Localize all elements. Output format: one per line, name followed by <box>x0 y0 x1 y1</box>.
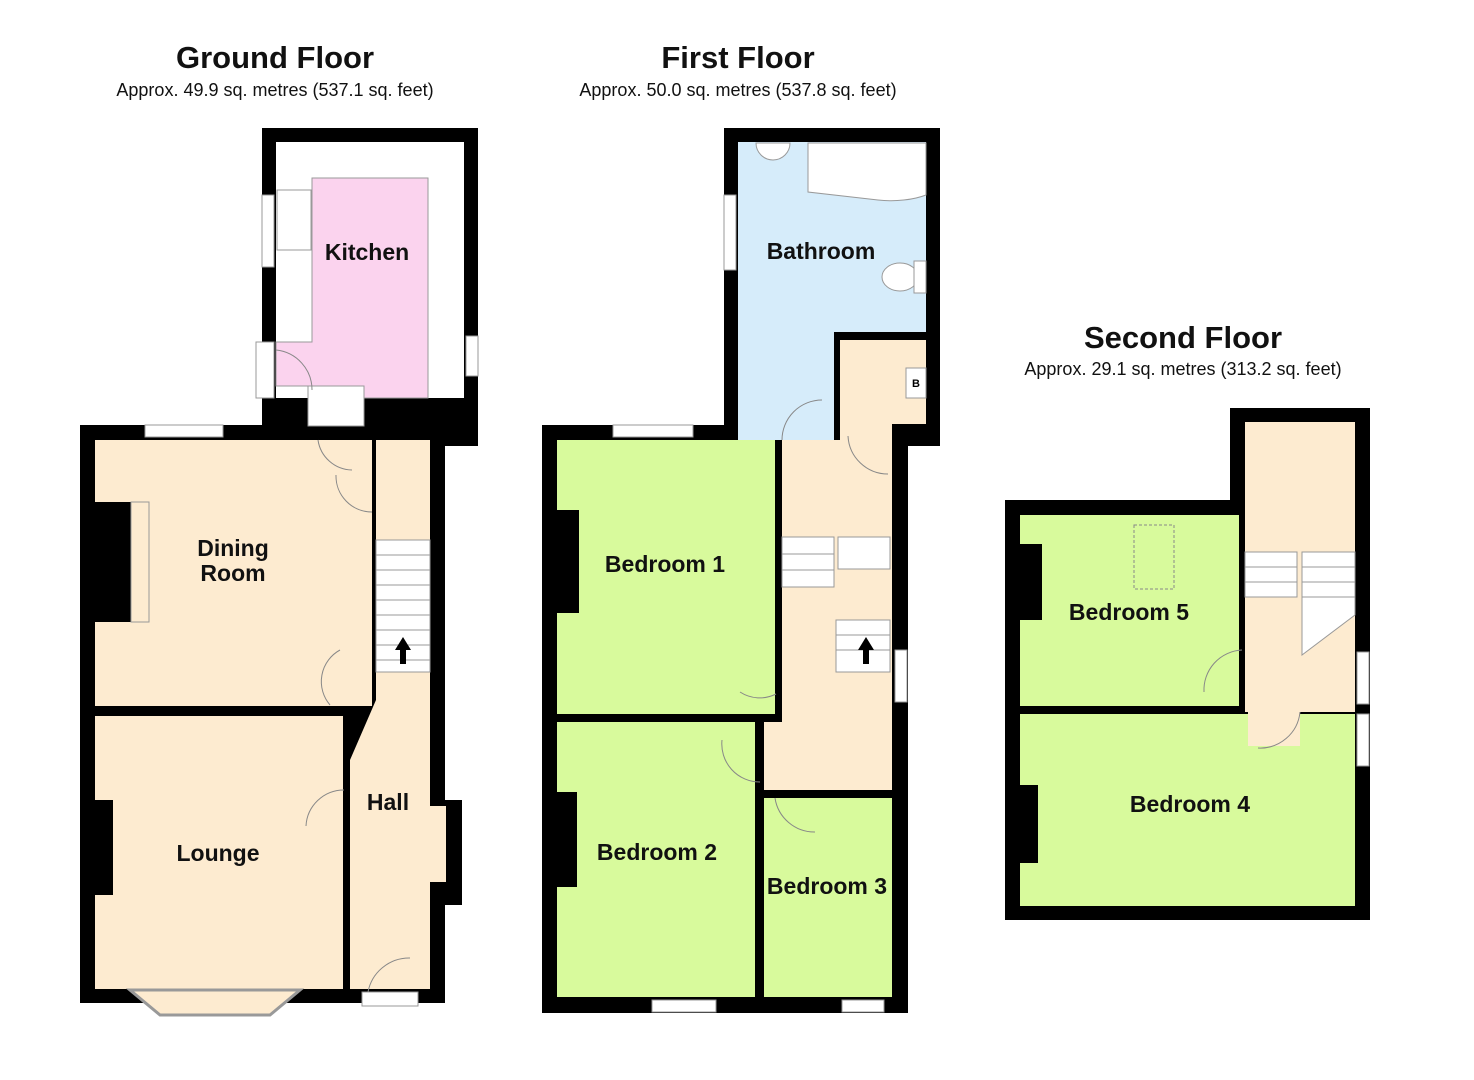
room-label-bedroom-3: Bedroom 3 <box>767 873 887 899</box>
window <box>894 649 908 703</box>
bedroom-2-floor <box>557 722 755 997</box>
stairs-up-arrow-icon <box>395 637 411 664</box>
first-floor-title: First Floor <box>661 40 815 75</box>
room-label-bedroom-5: Bedroom 5 <box>1069 599 1189 625</box>
toilet <box>881 262 919 292</box>
second-floor-area: Approx. 29.1 sq. metres (313.2 sq. feet) <box>1024 359 1342 379</box>
window <box>255 341 275 399</box>
boiler-cupboard <box>905 367 927 399</box>
second-floor-title: Second Floor <box>1083 320 1283 355</box>
boiler-label: B <box>912 378 920 390</box>
ground-floor-plan: Kitchen Dining Room Lounge Hall <box>80 128 479 1017</box>
window <box>612 424 694 438</box>
room-label-hall: Hall <box>367 789 409 815</box>
window <box>144 424 224 438</box>
lounge-floor <box>95 716 343 989</box>
window <box>465 335 479 377</box>
first-floor-plan: B <box>542 128 940 1013</box>
stairs-up-arrow-icon <box>858 637 874 664</box>
bedroom-1-floor <box>557 440 775 714</box>
front-door-step <box>361 991 419 1007</box>
bedroom-5-floor <box>1020 515 1239 706</box>
window <box>651 999 717 1013</box>
room-label-bedroom-1: Bedroom 1 <box>605 551 725 577</box>
skylight <box>1133 524 1175 590</box>
ground-floor-title: Ground Floor <box>175 40 375 75</box>
second-floor-plan: Bedroom 5 Bedroom 4 <box>1005 408 1370 920</box>
room-label-bathroom: Bathroom <box>767 238 876 264</box>
bath <box>807 142 927 202</box>
bedroom-3-floor <box>764 798 892 997</box>
ground-floor-area: Approx. 49.9 sq. metres (537.1 sq. feet) <box>116 80 434 100</box>
window <box>261 194 275 268</box>
window <box>1356 713 1370 767</box>
room-label-bedroom-2: Bedroom 2 <box>597 839 717 865</box>
room-label-lounge: Lounge <box>176 840 259 866</box>
room-label-dining-room: Room <box>200 560 265 586</box>
window <box>1356 651 1370 705</box>
window <box>723 194 737 271</box>
first-floor-area: Approx. 50.0 sq. metres (537.8 sq. feet) <box>579 80 897 100</box>
window <box>841 999 885 1013</box>
room-label-dining: Dining <box>197 535 269 561</box>
room-label-bedroom-4: Bedroom 4 <box>1130 791 1250 817</box>
room-label-kitchen: Kitchen <box>325 239 409 265</box>
basin <box>755 142 791 161</box>
kitchen-sink <box>276 189 312 251</box>
